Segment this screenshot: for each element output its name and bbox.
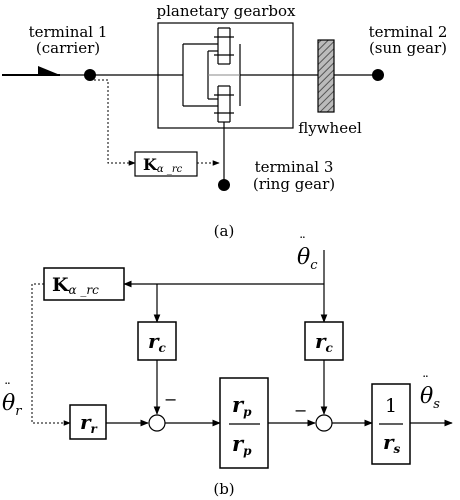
- part-b-block-diagram: θc ¨ Kα _rc θr ¨ rr rc − rp rp r: [2, 235, 453, 498]
- terminal-3-label: terminal 3: [255, 158, 334, 176]
- flywheel-label: flywheel: [298, 119, 362, 137]
- summing-junction-1: [148, 414, 166, 432]
- gain-block-a: [134, 151, 198, 177]
- terminal-1-label: terminal 1: [29, 23, 108, 41]
- rr-block: [69, 404, 107, 440]
- rc-block-2-label: rc: [315, 329, 334, 355]
- inverse-numerator: 1: [385, 395, 397, 417]
- terminal-1-role: (carrier): [36, 39, 100, 57]
- terminal-3-node: [218, 179, 230, 191]
- minus-sign-1: −: [164, 390, 177, 409]
- terminal-1-node: [84, 69, 96, 81]
- summing-junction-2: [315, 414, 333, 432]
- terminal-2-label: terminal 2: [369, 23, 448, 41]
- input-theta-c: θc: [297, 245, 318, 273]
- caption-a: (a): [214, 222, 235, 240]
- terminal-2-node: [372, 69, 384, 81]
- gain-block-b: [43, 267, 125, 301]
- flywheel: [317, 39, 335, 113]
- caption-b: (b): [213, 480, 234, 498]
- feedback-dotted-a: [90, 79, 136, 166]
- input-theta-r: θr: [2, 391, 22, 419]
- planetary-gear-internals: [182, 27, 241, 123]
- gain-block-a-label: Kα _rc: [143, 155, 183, 175]
- ratio-numerator: rp: [232, 392, 252, 419]
- ratio-block: [219, 377, 269, 469]
- feedback-dotted-b: [31, 283, 71, 426]
- gearbox-label: planetary gearbox: [157, 2, 296, 20]
- inverse-denominator: rs: [383, 430, 401, 456]
- output-theta-s-dots: ¨: [422, 374, 429, 390]
- rr-block-label: rr: [80, 410, 99, 436]
- part-a-mechanical-diagram: planetary gearbox terminal 1 (carrier): [2, 2, 447, 240]
- output-theta-s: θs: [420, 384, 440, 412]
- terminal-3-role: (ring gear): [253, 175, 335, 193]
- ratio-denominator: rp: [232, 431, 252, 458]
- input-theta-r-dots: ¨: [4, 381, 11, 397]
- rc-block-1: [137, 321, 177, 361]
- input-arrowhead: [38, 66, 60, 75]
- minus-sign-2: −: [294, 401, 307, 420]
- rc-block-2: [304, 321, 344, 361]
- rc-block-1-label: rc: [148, 329, 167, 355]
- gain-block-b-label: Kα _rc: [52, 274, 99, 297]
- input-theta-c-dots: ¨: [299, 235, 306, 251]
- terminal-2-role: (sun gear): [369, 39, 447, 57]
